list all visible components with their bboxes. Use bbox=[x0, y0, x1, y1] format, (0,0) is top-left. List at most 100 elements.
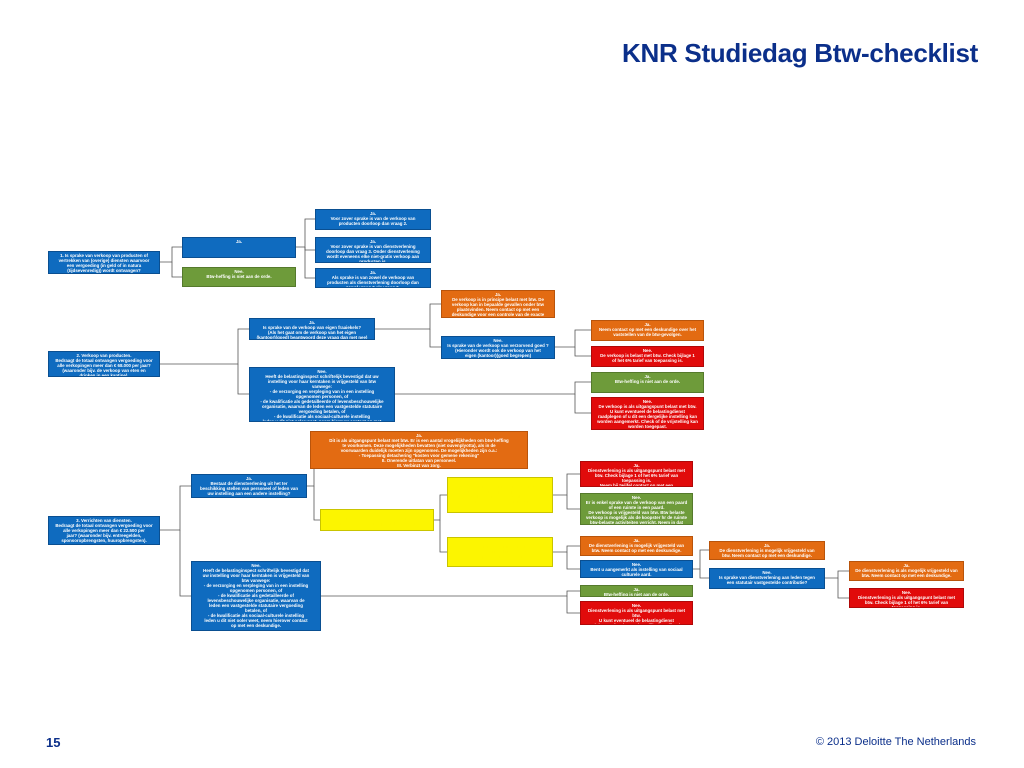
node-text-line: Btw-heffing is niet aan de orde. bbox=[614, 379, 681, 384]
node-text-line: Nee. bbox=[493, 338, 503, 343]
node-text-line: Heeft de belastinginspect schriftelijk b… bbox=[203, 568, 309, 573]
connector-line bbox=[375, 303, 441, 330]
node-text-line: - de kwalificatie als sociaal-culturele … bbox=[273, 414, 371, 419]
node-text-line: - de kwalificatie als gedetailleerde of bbox=[218, 593, 294, 598]
connector-line bbox=[160, 485, 191, 531]
node-text-line: toepassing is. bbox=[891, 605, 922, 608]
node-text-line: btw vanwege: bbox=[241, 578, 271, 583]
flowchart-node-q2-r4: Nee.De verkoop is als uitgangspunt belas… bbox=[591, 397, 704, 430]
connector-line bbox=[296, 218, 315, 248]
node-text-line: vertrekken van (overige) diensten waarvo… bbox=[58, 258, 150, 263]
connector-line bbox=[395, 381, 591, 395]
flowchart-node-q2-r1: Ja.Neem contact op met een deskundige ov… bbox=[591, 320, 704, 341]
node-text-line: Ja. bbox=[494, 292, 502, 297]
node-text-line: - Toepassing detachering "kosten voor ge… bbox=[358, 453, 480, 458]
flowchart-node-q2-ja-nee: Nee.Is sprake van de verkoop van verzorv… bbox=[441, 336, 555, 359]
node-text-line: producten als dienstverlening doorloop d… bbox=[327, 280, 419, 285]
node-text-line: Ja. bbox=[369, 211, 377, 216]
connector-line bbox=[566, 596, 580, 614]
node-text-line: - de kwalificatie als gedetailleerde of … bbox=[260, 399, 384, 404]
connector-line bbox=[553, 473, 580, 496]
node-text-line: Bent u aangemerkt als instelling van soc… bbox=[590, 567, 683, 572]
node-text-line: raadplegen of u dit een dergelijke inste… bbox=[597, 414, 698, 419]
node-text-line: Nee. bbox=[251, 563, 261, 568]
flowchart-node-q1-ja: Ja. bbox=[182, 237, 296, 258]
flowchart-node-q2-r2: Nee.De verkoop is belast met btw. Check … bbox=[591, 346, 704, 367]
node-text-line: alle verkopingen meer dan € 22.500 per bbox=[63, 528, 145, 533]
node-text-line: Ja. bbox=[369, 239, 377, 244]
flowchart-node-q3-orange-top: Ja.Dit is als uitgangspunt belast met bt… bbox=[310, 431, 528, 469]
node-text-line: producten doorloop dan vraag 2. bbox=[338, 221, 408, 226]
node-text-line: 2. Verkoop van producten. bbox=[76, 353, 132, 358]
node-text-line: of een ruimte in een paard. bbox=[608, 505, 665, 510]
node-text-line: verkoop kan in bepaalde gevallen onder b… bbox=[451, 302, 545, 307]
node-text-line: eigen (kantoor)(goed begrepen) bbox=[464, 353, 532, 358]
node-text-line: Dienstverlening is als uitgangspunt bela… bbox=[587, 468, 686, 473]
node-text-line: Indien zo ja, doorloop dan het verder bbox=[338, 521, 416, 526]
node-text-line: betalen, of bbox=[245, 608, 267, 613]
node-text-line: Neem contact op met een deskundige over … bbox=[598, 327, 697, 332]
flowchart-node-q2-ja: Ja.Is sprake van de verkoop van eigen fr… bbox=[249, 318, 375, 340]
node-text-line: jaar? (waaronder bijv. entreegelden, bbox=[66, 533, 142, 538]
node-text-line: leden een vastgestelde statutaire vergoe… bbox=[209, 603, 303, 608]
connector-line bbox=[555, 329, 591, 348]
connector-line bbox=[566, 552, 580, 570]
node-text-line: instelling voor haar kerntaken is vrijge… bbox=[267, 379, 377, 384]
node-text-line: Ja. bbox=[245, 476, 253, 481]
flowchart-node-q1: 1. Is sprake van verkoop van producten o… bbox=[48, 251, 160, 274]
node-text-line: een vergoeding (in geld of in natura bbox=[66, 263, 142, 268]
node-text-line: btw. Neem contact op met een deskundige. bbox=[722, 553, 812, 558]
node-text-line: Is sprake van dienstverlening aan leden … bbox=[719, 575, 815, 580]
flowchart-node-q2-ja-ja: Ja.De verkoop is in principe belast met … bbox=[441, 290, 555, 318]
node-text-line: een statutair vastgestelde contributie? bbox=[726, 580, 808, 585]
node-text-line: van onderwijs, sport, opvoeding of bbox=[463, 489, 537, 494]
node-text-line: Ja. bbox=[308, 320, 316, 325]
connector-line bbox=[171, 262, 182, 278]
flowchart-node-q2-r3: Ja.Btw-heffing is niet aan de orde. bbox=[591, 372, 704, 393]
slide-title: KNR Studiedag Btw-checklist bbox=[622, 38, 978, 68]
node-text-line: vaststellen van de btw-gevolgen. bbox=[613, 332, 682, 337]
node-text-line: vergoeding betalen, of bbox=[298, 409, 346, 414]
node-text-line: Nee. bbox=[762, 570, 772, 575]
node-text-line: alle verkopingen meer dan € 68.000 per j… bbox=[57, 363, 151, 368]
node-text-line: organisatie, waarvan de leden een vastge… bbox=[261, 404, 383, 409]
node-text-line: Ja. bbox=[633, 538, 640, 543]
node-text-line: op met een deskundige. bbox=[230, 623, 281, 628]
connector-line bbox=[179, 530, 191, 597]
node-text-line: Dienstverlening is als uitgangspunt bela… bbox=[587, 608, 686, 613]
node-text-line: Nee. bbox=[631, 495, 642, 500]
flowchart-node-q3-d-nee: Nee.Is sprake van dienstverlening aan le… bbox=[709, 568, 825, 589]
node-text-line: U kunt eventueel de belastingdienst bbox=[599, 618, 674, 623]
flowchart-node-q3-e-nee: Nee.Dienstverlening is als uitgangspunt … bbox=[849, 588, 964, 608]
node-text-line: producten is. bbox=[359, 259, 387, 263]
node-text-line: btw. Check bijlage 1 of het 6% tarief va… bbox=[864, 600, 949, 605]
node-text-line: De verkoop is vrijgesteld van btw. Btw b… bbox=[588, 510, 685, 515]
node-text-line: uw instelling aan een andere instelling? bbox=[207, 491, 291, 496]
flowchart-node-q3-b-nee: Nee.Bent u aangemerkt als instelling van… bbox=[580, 560, 693, 578]
node-text-line: btw. Neem contact op met een deskundige. bbox=[591, 548, 682, 553]
node-text-line: Nee. bbox=[372, 511, 382, 516]
node-text-line: (kantoor)(goed) beantwoord deze vraag da… bbox=[256, 335, 368, 340]
node-text-line: maatschappelijke dienstverlening of bbox=[462, 494, 538, 499]
node-text-line: De verkoop is als uitgangspunt belast me… bbox=[598, 404, 697, 409]
connector-line bbox=[553, 545, 580, 553]
connector-line bbox=[566, 495, 580, 510]
node-text-line: Ja. bbox=[369, 270, 377, 275]
connector-line bbox=[429, 329, 441, 348]
node-text-line: Bestaat de dienstverlening uit het verst… bbox=[451, 484, 549, 489]
node-text-line: 3. Verrichten van diensten. bbox=[76, 518, 132, 523]
node-text-line: Ja. bbox=[644, 374, 651, 379]
flowchart-node-q3-d-ja: Ja.De dienstverlening is mogelijk vrijge… bbox=[709, 541, 825, 560]
flowchart-node-q2: 2. Verkoop van producten.Bedraagt de tot… bbox=[48, 351, 160, 377]
node-text-line: plaatsvinden. Neem contact op met een bbox=[456, 307, 540, 312]
flowchart-node-q3-a-ja: Ja.Dienstverlening is als uitgangspunt b… bbox=[580, 461, 693, 487]
node-text-line: U kunt eventueel de belastingdienst bbox=[610, 409, 685, 414]
connector-line bbox=[313, 486, 320, 521]
node-text-line: sponsoropbrengsten, huuropbrengsten). bbox=[61, 538, 147, 543]
flowchart-node-q1-r2: Ja.Voor zover sprake is van dienstverlen… bbox=[315, 237, 431, 263]
node-text-line: culturele aard. bbox=[621, 572, 652, 577]
node-text-line: Nee. bbox=[631, 603, 642, 608]
node-text-line: worden aangemerkt. Check of de vrijstell… bbox=[597, 419, 698, 424]
node-text-line: (raadpleeg een deskundige) bbox=[470, 554, 530, 559]
node-text-line: Ja. bbox=[633, 587, 640, 592]
